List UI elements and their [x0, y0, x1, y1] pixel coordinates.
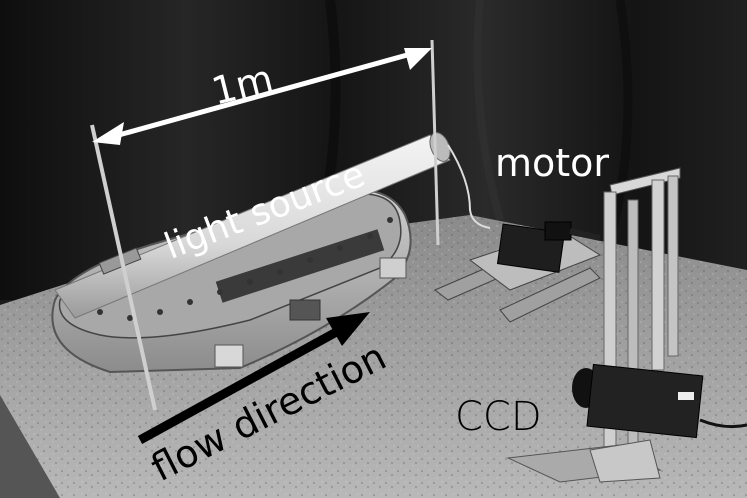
- cable: [447, 144, 491, 229]
- curtain-fold: [605, 0, 633, 242]
- ccd-assembly: [506, 167, 747, 483]
- light-source-tube: [54, 134, 451, 319]
- scale-arrow: [92, 48, 432, 145]
- curtain-fold: [473, 0, 504, 222]
- motor-label: motor: [495, 141, 609, 185]
- measuring-rod-right: [430, 39, 440, 246]
- flow-direction-arrow: [137, 312, 370, 444]
- table-front-edge: [0, 395, 60, 498]
- support-block: [289, 299, 321, 321]
- support-block: [214, 344, 244, 368]
- support-block: [379, 257, 407, 279]
- motor-assembly: [434, 221, 602, 323]
- ccd-label: CCD: [455, 394, 542, 440]
- measuring-rod-left: [90, 124, 157, 411]
